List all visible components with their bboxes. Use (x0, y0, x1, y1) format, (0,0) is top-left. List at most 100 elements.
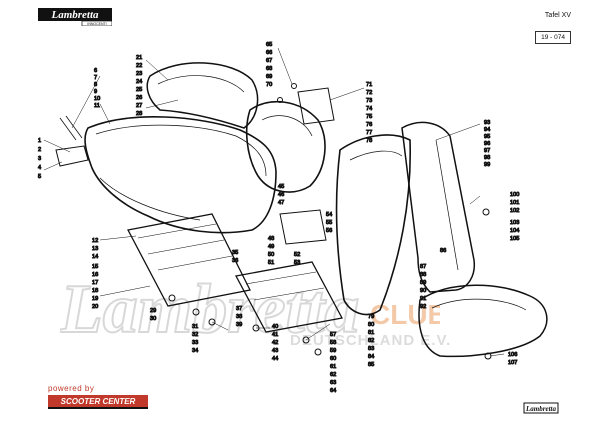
svg-text:78: 78 (366, 138, 372, 144)
svg-text:9: 9 (94, 89, 97, 95)
svg-text:38: 38 (236, 314, 242, 320)
svg-text:103: 103 (510, 220, 519, 226)
svg-text:15: 15 (92, 264, 98, 270)
right-running-board (235, 261, 343, 333)
svg-text:105: 105 (510, 236, 519, 242)
svg-text:26: 26 (136, 95, 142, 101)
svg-text:36: 36 (232, 258, 238, 264)
svg-text:17: 17 (92, 280, 98, 286)
svg-text:49: 49 (268, 244, 274, 250)
svg-text:85: 85 (368, 362, 374, 368)
svg-text:19: 19 (92, 296, 98, 302)
svg-text:48: 48 (268, 236, 274, 242)
lambretta-logo: Lambretta INNOCENTI (38, 8, 112, 26)
reference-code-box: 19 - 074 (535, 31, 571, 44)
callout-group-right-lower: 79 80 81 82 83 84 85 86 87 88 89 90 91 9… (368, 248, 447, 369)
svg-text:54: 54 (326, 212, 332, 218)
callout-group-left-lower: 12 13 14 15 16 17 18 19 20 (92, 238, 99, 311)
svg-text:63: 63 (330, 380, 336, 386)
svg-text:30: 30 (150, 316, 156, 322)
svg-text:64: 64 (330, 388, 336, 394)
svg-text:7: 7 (94, 75, 97, 81)
svg-text:76: 76 (366, 122, 372, 128)
callout-group-right-upper: 71 72 73 74 75 76 77 78 (366, 82, 373, 145)
svg-text:87: 87 (420, 264, 426, 270)
svg-text:62: 62 (330, 372, 336, 378)
svg-text:71: 71 (366, 82, 372, 88)
svg-text:82: 82 (368, 338, 374, 344)
svg-text:73: 73 (366, 98, 372, 104)
svg-text:79: 79 (368, 314, 374, 320)
svg-text:57: 57 (330, 332, 336, 338)
svg-text:61: 61 (330, 364, 336, 370)
callout-group-top-center: 65 66 67 68 69 70 (266, 42, 273, 89)
svg-text:106: 106 (508, 352, 517, 358)
left-side-panel (84, 116, 277, 234)
svg-text:20: 20 (92, 304, 98, 310)
svg-text:102: 102 (510, 208, 519, 214)
frame-body-shell (245, 100, 326, 193)
scooter-center-logo: SCOOTER CENTER (48, 395, 148, 409)
svg-text:4: 4 (38, 165, 41, 171)
svg-text:46: 46 (278, 192, 284, 198)
svg-text:96: 96 (484, 141, 490, 147)
svg-text:18: 18 (92, 288, 98, 294)
svg-text:75: 75 (366, 114, 372, 120)
svg-text:91: 91 (420, 296, 426, 302)
svg-text:77: 77 (366, 130, 372, 136)
svg-text:83: 83 (368, 346, 374, 352)
club-watermark: Lambretta CLUB (60, 270, 440, 349)
svg-text:42: 42 (272, 340, 278, 346)
svg-text:69: 69 (266, 74, 272, 80)
svg-text:97: 97 (484, 148, 490, 154)
svg-text:81: 81 (368, 330, 374, 336)
svg-text:44: 44 (272, 356, 278, 362)
svg-text:25: 25 (136, 87, 142, 93)
svg-text:107: 107 (508, 360, 517, 366)
svg-text:34: 34 (192, 348, 198, 354)
front-column (401, 121, 476, 293)
svg-text:60: 60 (330, 356, 336, 362)
svg-text:28: 28 (136, 111, 142, 117)
callout-group-center-top: 21 22 23 24 25 26 27 28 (136, 55, 143, 118)
panel-latch-part (55, 145, 89, 167)
svg-text:95: 95 (484, 134, 490, 140)
rail-bracket (297, 87, 335, 125)
svg-text:45: 45 (278, 184, 284, 190)
svg-text:52: 52 (294, 252, 300, 258)
svg-text:92: 92 (420, 304, 426, 310)
svg-text:101: 101 (510, 200, 519, 206)
powered-by-label: powered by (48, 384, 95, 393)
svg-text:89: 89 (420, 280, 426, 286)
svg-text:16: 16 (92, 272, 98, 278)
svg-text:68: 68 (266, 66, 272, 72)
svg-text:74: 74 (366, 106, 372, 112)
svg-text:93: 93 (484, 120, 490, 126)
svg-text:13: 13 (92, 246, 98, 252)
svg-text:51: 51 (268, 260, 274, 266)
svg-text:80: 80 (368, 322, 374, 328)
watermark-main-text: Lambretta (60, 271, 359, 348)
svg-text:43: 43 (272, 348, 278, 354)
svg-text:55: 55 (326, 220, 332, 226)
floor-bracket (279, 209, 327, 245)
watermark-subtitle: DEUTSCHLAND E.V. (290, 332, 452, 349)
svg-text:50: 50 (268, 252, 274, 258)
svg-text:3: 3 (38, 156, 41, 162)
svg-text:66: 66 (266, 50, 272, 56)
svg-text:86: 86 (440, 248, 446, 254)
svg-text:12: 12 (92, 238, 98, 244)
svg-text:8: 8 (94, 82, 97, 88)
front-mudguard (418, 284, 548, 358)
svg-text:99: 99 (484, 162, 490, 168)
svg-text:27: 27 (136, 103, 142, 109)
rear-mudguard (146, 62, 259, 129)
leg-shield (335, 134, 412, 316)
svg-text:98: 98 (484, 155, 490, 161)
callout-group-center-column: 45 46 47 48 49 50 51 52 53 54 55 56 57 5… (268, 184, 337, 395)
callout-group-upper-left: 6 7 8 9 10 11 (94, 68, 101, 110)
logo-text: Lambretta (50, 9, 99, 21)
svg-text:67: 67 (266, 58, 272, 64)
svg-text:104: 104 (510, 228, 519, 234)
